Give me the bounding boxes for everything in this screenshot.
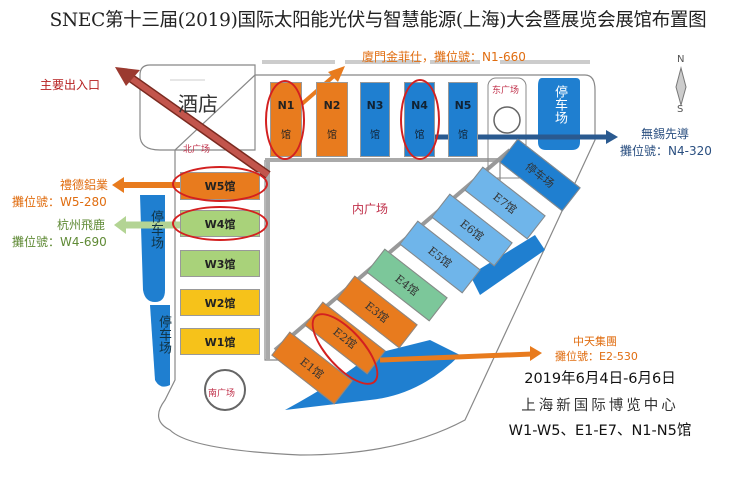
compass-south: S [677, 104, 684, 115]
parking-west-2 [150, 305, 170, 387]
callout-e2-company: 中天集團 [573, 335, 617, 348]
compass-north: N [677, 54, 685, 65]
hall-name: N2 [323, 98, 341, 112]
w5-arrow [112, 177, 180, 193]
hotel-outline [139, 64, 256, 151]
hall-suffix: 馆 [458, 129, 468, 141]
hall-n3[interactable]: N3 馆 [360, 82, 390, 157]
highlight-n4 [400, 79, 440, 160]
map-title: SNEC第十三届(2019)国际太阳能光伏与智慧能源(上海)大会暨展览会展馆布置… [49, 10, 707, 31]
north-plaza-label: 北广场 [183, 145, 211, 155]
hall-name: N5 [454, 98, 472, 112]
inner-plaza-label: 内广场 [352, 202, 389, 216]
event-dates: 2019年6月4日-6月6日 [524, 371, 676, 387]
highlight-n1 [265, 80, 305, 160]
highlight-w4 [172, 206, 268, 241]
callout-n4-company: 無錫先導 [641, 127, 690, 141]
parking-east [470, 235, 545, 295]
e2-arrow [379, 346, 542, 363]
east-plaza-circle [493, 106, 521, 134]
event-venue: 上海新国际博览中心 [521, 398, 679, 414]
hotel-label: 酒店 [178, 92, 218, 116]
hall-w1[interactable]: W1馆 [180, 328, 260, 355]
w4-arrow [114, 216, 180, 234]
hall-suffix: 馆 [327, 129, 337, 141]
callout-w5-booth: 攤位號：W5-280 [12, 195, 107, 209]
main-entrance-label: 主要出入口 [40, 78, 101, 92]
main-entrance-arrow [115, 67, 271, 179]
south-plaza-label: 南广场 [208, 389, 236, 399]
east-plaza-label: 东广场 [492, 86, 520, 96]
parking-label: 停车场 [552, 85, 567, 124]
hall-name: N3 [366, 98, 384, 112]
parking-label: 停车场 [148, 210, 163, 249]
callout-w4-company: 杭州飛鹿 [57, 218, 106, 232]
venue-boundary [158, 74, 596, 456]
highlight-w5 [172, 166, 268, 202]
south-plaza-circle [204, 369, 246, 411]
hall-w2[interactable]: W2馆 [180, 289, 260, 316]
hall-suffix: 馆 [370, 129, 380, 141]
hall-n2[interactable]: N2 馆 [316, 82, 348, 157]
inner-road [265, 159, 501, 190]
compass-icon [675, 66, 687, 107]
callout-e2-booth: 攤位號：E2-530 [555, 350, 638, 363]
event-halls: W1-W5、E1-E7、N1-N5馆 [508, 423, 692, 439]
callout-w5-company: 禮德鋁業 [60, 178, 109, 192]
callout-w4-booth: 攤位號：W4-690 [12, 235, 107, 249]
hall-n5[interactable]: N5 馆 [448, 82, 478, 157]
parking-label: 停车场 [156, 315, 171, 354]
callout-n4-booth: 攤位號：N4-320 [620, 144, 712, 158]
parking-ne [538, 78, 580, 150]
hall-w3[interactable]: W3馆 [180, 250, 260, 277]
callout-n1: 廈門金菲仕，攤位號：N1-660 [362, 50, 526, 64]
